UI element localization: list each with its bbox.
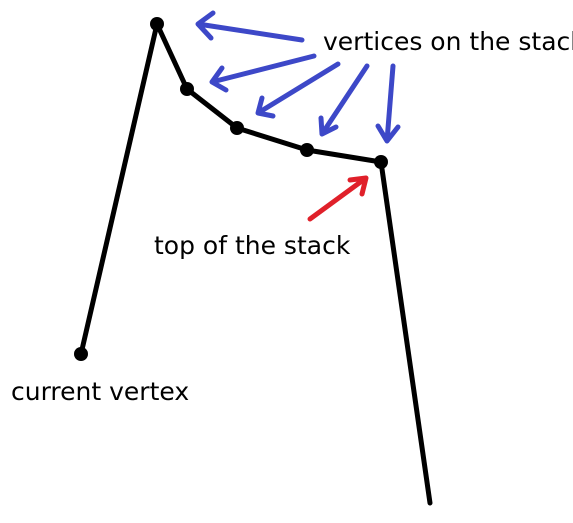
- stack-top-dot: [374, 155, 388, 169]
- stack-arrow: [195, 10, 305, 43]
- stack-top-label: top of the stack: [154, 231, 351, 260]
- stack-vertices-label: vertices on the stack: [323, 27, 573, 56]
- stack-arrow: [255, 61, 341, 119]
- stack-top-arrow: [307, 175, 369, 222]
- current-vertex-dot: [74, 347, 88, 361]
- stack-arrow: [318, 63, 370, 137]
- stack-arrow: [209, 53, 317, 93]
- stack-arrows: [195, 10, 401, 144]
- stack-vertex-dot: [230, 121, 244, 135]
- vertex-chain: [78, 21, 433, 506]
- current-vertex-label: current vertex: [11, 377, 189, 406]
- stack-vertex-dot: [150, 17, 164, 31]
- stack-arrow: [375, 63, 401, 144]
- stack-vertex-dot: [180, 82, 194, 96]
- stack-vertex-dot: [300, 143, 314, 157]
